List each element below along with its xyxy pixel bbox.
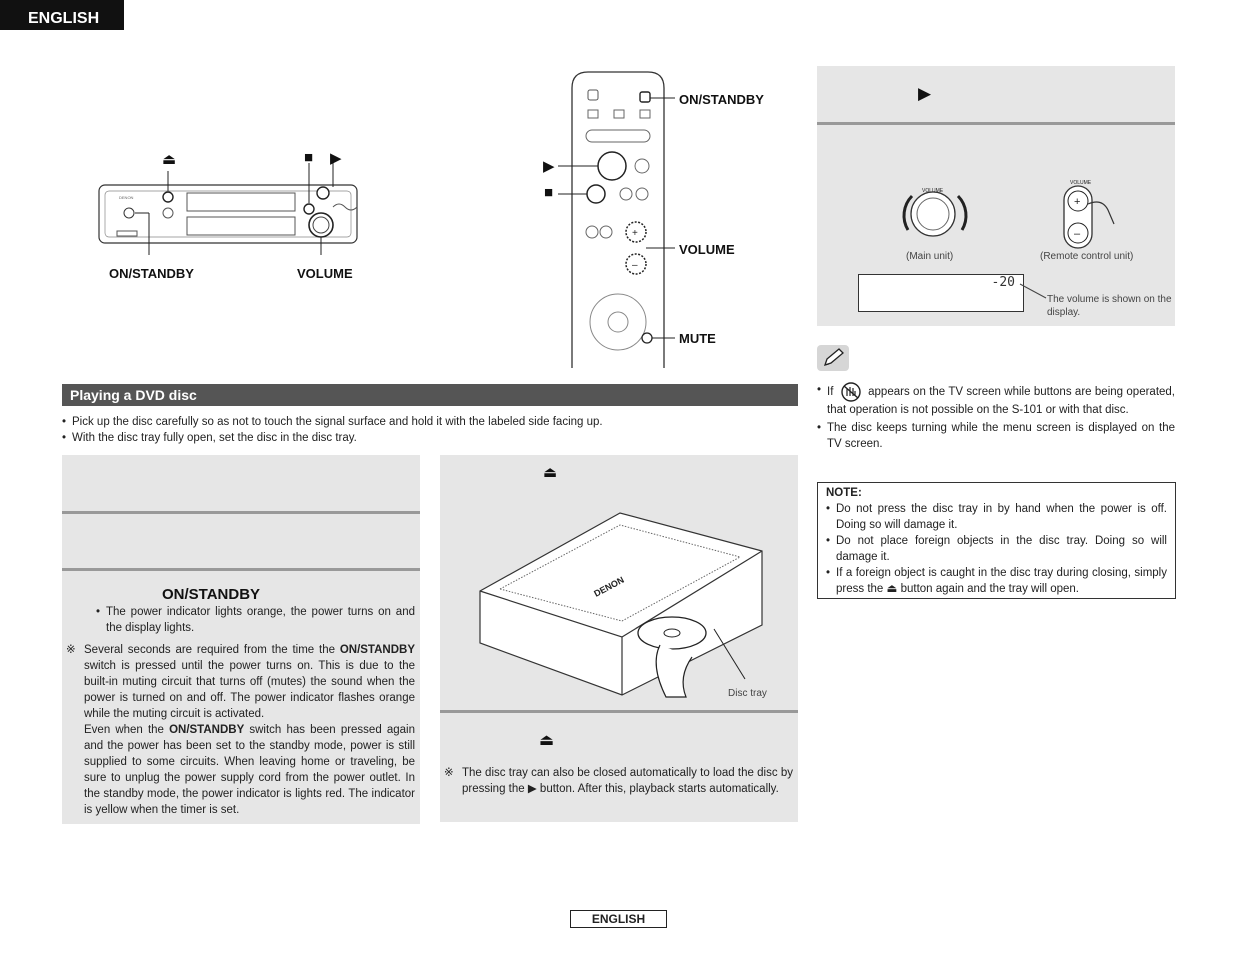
- middle-note-post: button. After this, playback starts auto…: [539, 783, 779, 795]
- volume-knob-icon: VOLUME: [902, 188, 968, 237]
- svg-text:–: –: [632, 260, 638, 271]
- remote-unit-caption: (Remote control unit): [1040, 251, 1134, 262]
- middle-step-2-note: The disc tray can also be closed automat…: [444, 765, 793, 797]
- svg-text:–: –: [1074, 228, 1081, 240]
- pencil-icon: [817, 345, 849, 371]
- stop-icon: ■: [304, 149, 314, 166]
- section-bullets: Pick up the disc carefully so as not to …: [62, 414, 798, 446]
- main-unit-caption: (Main unit): [906, 251, 954, 262]
- left-step-3-note: Several seconds are required from the ti…: [66, 642, 415, 818]
- volume-display: -20: [858, 274, 1024, 312]
- panel-divider: [817, 122, 1175, 125]
- eject-icon: ⏏: [543, 464, 558, 481]
- svg-text:+: +: [1074, 196, 1080, 208]
- main-unit-front-illustration: DENON: [98, 163, 358, 255]
- left-step-note: Several seconds are required from the ti…: [66, 642, 415, 722]
- display-callout-line: [1019, 283, 1047, 299]
- stop-icon: ■: [544, 184, 554, 201]
- disc-tray-caption: Disc tray: [728, 688, 767, 699]
- left-step-2: [62, 514, 420, 568]
- left-note2-pre: Even when the: [84, 724, 164, 736]
- note-menu-item: The disc keeps turning while the menu sc…: [817, 420, 1175, 452]
- middle-note-pre: The disc tray can also be closed automat…: [462, 767, 793, 795]
- left-step-1: [62, 455, 420, 511]
- eject-icon: ⏏: [539, 732, 555, 749]
- section-bullet: Pick up the disc carefully so as not to …: [62, 414, 798, 430]
- note-item1-post: appears on the TV screen while buttons a…: [827, 386, 1176, 416]
- section-bullet: With the disc tray fully open, set the d…: [62, 430, 798, 446]
- note-box-item: Do not press the disc tray in by hand wh…: [826, 501, 1167, 533]
- main-unit-on-standby-label: ON/STANDBY: [109, 266, 194, 281]
- volume-display-caption: The volume is shown on the display.: [1047, 294, 1172, 318]
- eject-icon: ⏏: [162, 151, 177, 168]
- left-step-bullet: The power indicator lights orange, the p…: [96, 604, 415, 636]
- remote-volume-label: VOLUME: [679, 242, 735, 257]
- middle-step-divider: [440, 710, 798, 713]
- left-step-divider: [62, 511, 420, 514]
- svg-text:VOLUME: VOLUME: [922, 188, 944, 194]
- note-box-item: If a foreign object is caught in the dis…: [826, 565, 1167, 597]
- middle-step-note: The disc tray can also be closed automat…: [444, 765, 793, 797]
- play-icon: ▶: [527, 783, 537, 795]
- remote-mute-label: MUTE: [679, 331, 716, 346]
- left-step-3-body: The power indicator lights orange, the p…: [96, 604, 415, 636]
- note-box: NOTE: Do not press the disc tray in by h…: [817, 482, 1176, 599]
- remote-volume-buttons-icon: VOLUME + –: [1063, 180, 1115, 249]
- section-title: Playing a DVD disc: [62, 384, 798, 406]
- svg-text:VOLUME: VOLUME: [1070, 180, 1092, 186]
- play-icon: ▶: [330, 150, 342, 167]
- left-note2-bold: ON/STANDBY: [169, 724, 245, 736]
- svg-text:DENON: DENON: [119, 195, 134, 200]
- svg-text:+: +: [632, 228, 638, 239]
- left-step-divider: [62, 568, 420, 571]
- note-box-item3-post: button again and the tray will open.: [900, 583, 1079, 595]
- note-box-item: Do not place foreign objects in the disc…: [826, 533, 1167, 565]
- note-item1-pre: If: [827, 386, 834, 399]
- prohibited-hand-icon: [841, 382, 861, 402]
- play-icon: ▶: [543, 158, 555, 175]
- step-on-standby-label: ON/STANDBY: [162, 586, 261, 603]
- note-prohibited-item: If appears on the TV screen while button…: [817, 382, 1175, 418]
- volume-display-value: -20: [991, 275, 1015, 290]
- note-box-item3-pre: If a foreign object is caught in the dis…: [836, 567, 1167, 595]
- left-note-bold: ON/STANDBY: [339, 644, 415, 656]
- left-note-post: switch is pressed until the power turns …: [84, 660, 415, 720]
- remote-control-illustration: + –: [558, 71, 675, 368]
- eject-icon: ⏏: [886, 583, 898, 595]
- play-step-panel: [817, 66, 1175, 122]
- left-note2-post: switch has been pressed again and the po…: [84, 724, 415, 816]
- footer-language-label: ENGLISH: [570, 910, 667, 928]
- play-icon: ▶: [918, 84, 932, 103]
- notes-right-list: If appears on the TV screen while button…: [817, 382, 1175, 452]
- header-language-tab: ENGLISH: [0, 0, 124, 30]
- main-unit-volume-label: VOLUME: [297, 266, 353, 281]
- remote-on-standby-label: ON/STANDBY: [679, 92, 764, 107]
- left-step-note-2: Even when the ON/STANDBY switch has been…: [66, 722, 415, 818]
- disc-tray-illustration: DENON: [479, 512, 763, 698]
- note-box-title: NOTE:: [826, 487, 862, 499]
- left-note-pre: Several seconds are required from the ti…: [84, 644, 335, 656]
